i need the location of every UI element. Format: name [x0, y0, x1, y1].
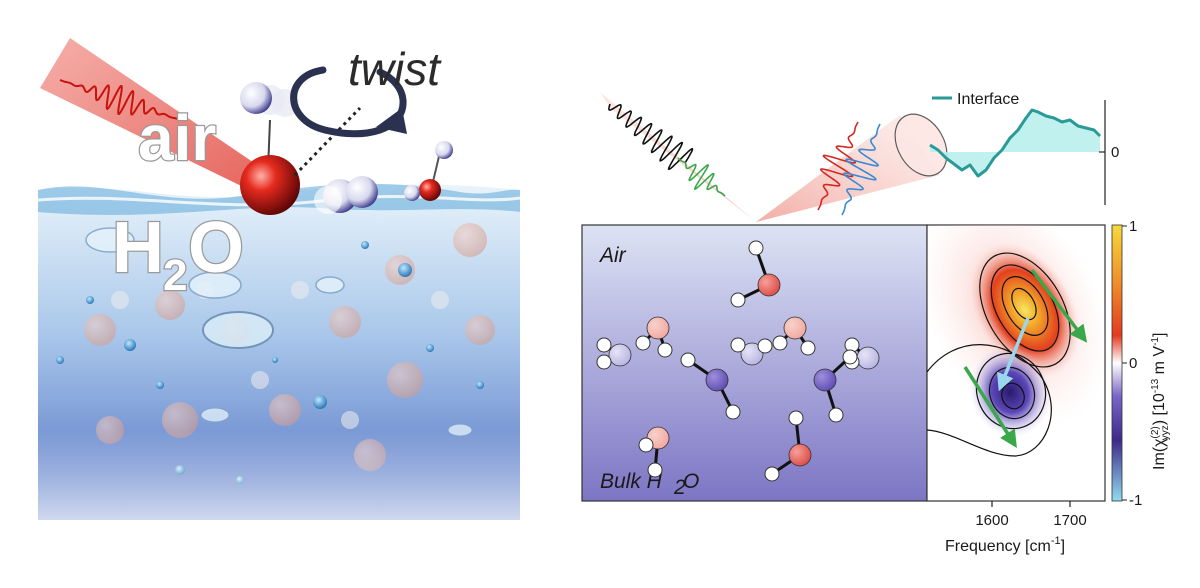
water-molecule	[764, 410, 812, 482]
colorbar-label: Im(χ(2)yyz) [10-13 m V-1]	[1150, 333, 1171, 470]
x-tick-1600: 1600	[975, 512, 1008, 529]
left-illustration: twist air H 2 O	[0, 0, 560, 588]
h2o-label: H 2 O	[111, 207, 246, 302]
water-molecule	[680, 352, 741, 420]
incoming-beam-cone	[600, 92, 760, 225]
oxygen-atom	[757, 273, 781, 297]
legend-label: Interface	[957, 91, 1019, 108]
colorbar-tick-top: 1	[1129, 218, 1137, 235]
hydrogen-atom	[842, 349, 858, 365]
svg-text:Bulk H: Bulk H	[600, 470, 663, 493]
water-molecule	[844, 337, 880, 370]
water-molecule	[730, 240, 781, 308]
oxygen-atom	[240, 155, 300, 215]
hydrogen-atom	[764, 466, 780, 482]
detector-aperture	[894, 113, 948, 177]
signal-zero-tick: 0	[1111, 144, 1119, 161]
water-molecule	[638, 426, 670, 478]
hydrogen-atom	[647, 462, 663, 478]
box-bulk-label: Bulk H 2 O	[600, 470, 699, 499]
outgoing-pulse-blue	[841, 123, 881, 216]
hydrogen-atom	[757, 338, 773, 354]
laser-beam	[40, 38, 272, 196]
air-label: air	[138, 102, 216, 174]
right-diagram-svg: 0 Interface Air Bulk H 2 O	[581, 91, 1171, 555]
spectrum-plot: 1600 1700 Frequency [cm-1]	[926, 224, 1106, 555]
x-tick-1700: 1700	[1053, 512, 1086, 529]
hydrogen-atom	[680, 352, 696, 368]
interface-signal-fill	[930, 110, 1100, 176]
hydrogen-atom	[596, 354, 612, 370]
molecule-box: Air Bulk H 2 O	[581, 224, 928, 502]
incoming-pulse-black	[608, 103, 694, 171]
twist-label: twist	[348, 43, 442, 95]
oxygen-atom	[813, 368, 837, 392]
svg-text:O: O	[683, 470, 699, 493]
svg-text:H: H	[112, 208, 164, 288]
water-molecule	[813, 349, 858, 423]
hydrogen-atom	[730, 292, 746, 308]
oxygen-atom	[788, 443, 812, 467]
right-diagram: 0 Interface Air Bulk H 2 O	[560, 0, 1200, 588]
oxygen-atom	[783, 316, 807, 340]
interface-signal-line	[929, 108, 1102, 178]
hydrogen-atom	[828, 407, 844, 423]
hydrogen-atom	[788, 410, 804, 426]
hydrogen-atom	[730, 337, 746, 353]
svg-text:O: O	[188, 208, 244, 288]
water-molecule	[730, 337, 773, 366]
oxygen-atom	[705, 368, 729, 392]
surface-molecule-right	[314, 176, 378, 214]
hydrogen-atom	[772, 335, 788, 351]
hydrogen-atom	[596, 337, 612, 353]
hydrogen-atom	[725, 404, 741, 420]
interface-signal-plot: 0 Interface	[929, 91, 1119, 205]
x-axis-title: Frequency [cm-1]	[945, 535, 1065, 555]
colorbar-tick-bottom: -1	[1129, 492, 1142, 509]
incoming-pulse-green	[677, 157, 726, 197]
hydrogen-atom	[800, 340, 816, 356]
box-air-label: Air	[598, 244, 627, 267]
left-illustration-svg: twist air H 2 O	[37, 38, 521, 540]
twisting-molecule	[240, 82, 362, 215]
water-molecule	[635, 316, 673, 358]
surface-molecule-far	[404, 141, 453, 201]
twist-arrow	[290, 66, 407, 138]
x-axis: 1600 1700 Frequency [cm-1]	[945, 501, 1087, 555]
oxygen-atom	[646, 316, 670, 340]
svg-text:2: 2	[673, 476, 686, 499]
outgoing-pulse-red	[817, 121, 859, 211]
hydrogen-atom	[657, 342, 673, 358]
cyan-arrow	[997, 317, 1030, 392]
laser-pulse-wave	[59, 79, 181, 121]
colorbar-tick-mid: 0	[1129, 355, 1137, 372]
water-molecule	[596, 337, 632, 370]
spectrum-heatmap	[927, 225, 1105, 457]
colorbar: 1 0 -1 Im(χ(2)yyz) [10-13 m V-1]	[1111, 218, 1171, 509]
outgoing-beam-cone	[756, 115, 940, 222]
water-surface-highlight	[37, 194, 521, 207]
green-arrow-lower	[963, 366, 1017, 448]
hydrogen-atom	[635, 335, 651, 351]
oxygen-atom	[740, 342, 764, 366]
oxygen-atom	[608, 343, 632, 367]
svg-text:2: 2	[163, 251, 187, 300]
oxygen-atom	[856, 346, 880, 370]
green-arrow-upper	[1030, 268, 1088, 343]
hydrogen-atom	[638, 437, 654, 453]
water-molecule	[772, 316, 816, 356]
water-fade	[38, 430, 520, 540]
hydrogen-atom	[748, 240, 764, 256]
water-molecules	[596, 240, 880, 482]
